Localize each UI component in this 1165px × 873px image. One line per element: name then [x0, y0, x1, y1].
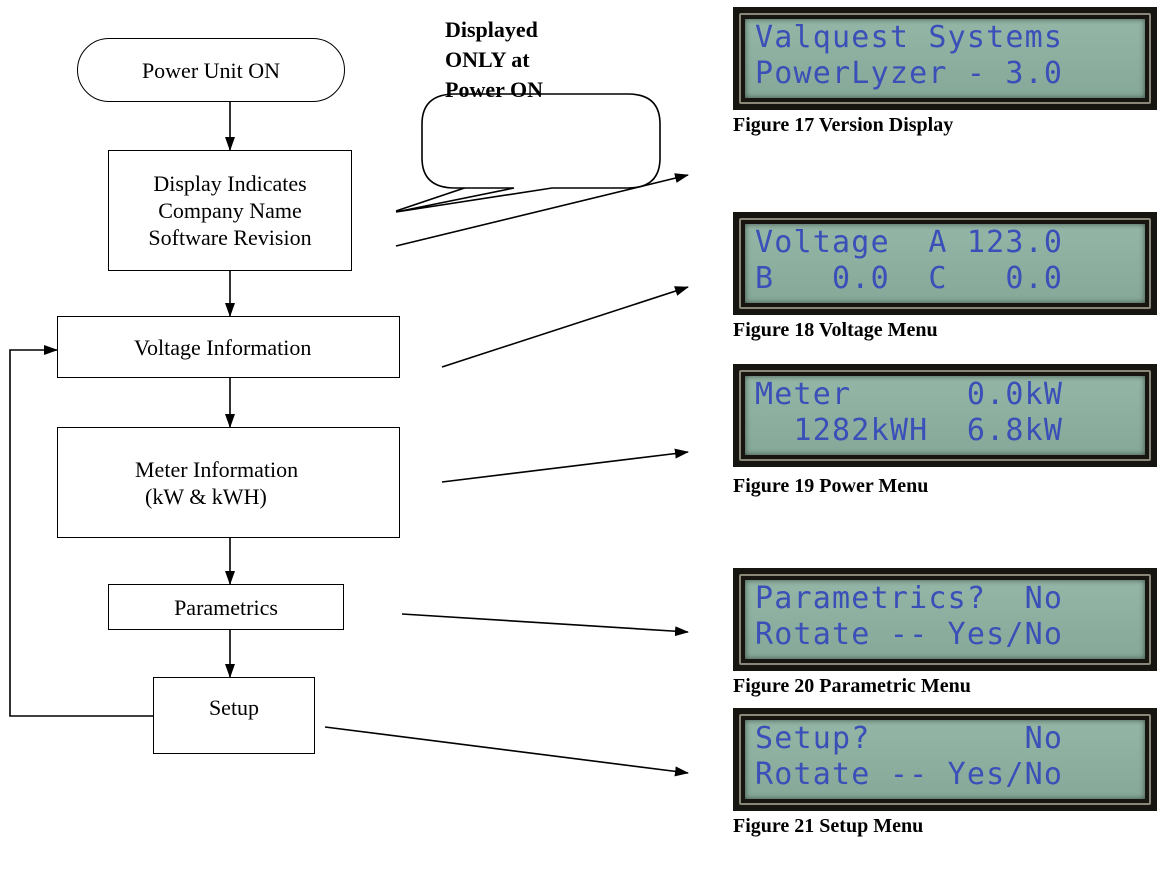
meter-line-2: (kW & kWH)	[145, 483, 267, 509]
lcd-line-1: Meter 0.0kW	[755, 377, 1064, 412]
figure-21-caption: Figure 21 Setup Menu	[733, 815, 924, 837]
node-display-indicates: Display Indicates Company Name Software …	[108, 150, 352, 271]
lcd-line-2: 1282kWH 6.8kW	[755, 413, 1064, 448]
lcd-line-1: Parametrics? No	[755, 581, 1064, 616]
lcd-glass: Parametrics? No Rotate -- Yes/No	[745, 580, 1145, 659]
lcd-line-1: Setup? No	[755, 721, 1064, 756]
figure-19-caption: Figure 19 Power Menu	[733, 475, 929, 497]
lcd-glass: Voltage A 123.0 B 0.0 C 0.0	[745, 224, 1145, 303]
callout-line-3: Power ON	[445, 77, 543, 102]
callout-line-2: ONLY at	[445, 47, 530, 72]
lcd-line-1: Voltage A 123.0	[755, 225, 1064, 260]
node-parametrics: Parametrics	[108, 584, 344, 630]
figure-20-caption: Figure 20 Parametric Menu	[733, 675, 971, 697]
lcd-power-menu: Meter 0.0kW 1282kWH 6.8kW	[733, 364, 1157, 467]
lcd-glass: Valquest Systems PowerLyzer - 3.0	[745, 19, 1145, 98]
node-meter-information: Meter Information (kW & kWH)	[57, 427, 400, 538]
lcd-line-2: B 0.0 C 0.0	[755, 261, 1064, 296]
node-power-on-label: Power Unit ON	[141, 57, 281, 83]
lcd-line-2: Rotate -- Yes/No	[755, 757, 1064, 792]
display-line-3: Software Revision	[148, 225, 312, 250]
arrow-voltage-to-fig18	[441, 286, 689, 368]
node-voltage-information: Voltage Information	[57, 316, 400, 378]
display-line-2: Company Name	[158, 198, 302, 223]
figure-18-caption: Figure 18 Voltage Menu	[733, 319, 938, 341]
node-power-on: Power Unit ON	[77, 38, 345, 102]
callout-bubble-outline	[395, 93, 661, 213]
arrow-meter-to-fig19	[441, 448, 689, 483]
callout-line-1: Displayed	[445, 17, 538, 42]
lcd-parametric-menu: Parametrics? No Rotate -- Yes/No	[733, 568, 1157, 671]
lcd-setup-menu: Setup? No Rotate -- Yes/No	[733, 708, 1157, 811]
node-setup: Setup	[153, 677, 315, 754]
display-line-1: Display Indicates	[153, 171, 307, 196]
arrow-setup-to-fig21	[324, 726, 689, 777]
lcd-line-2: Rotate -- Yes/No	[755, 617, 1064, 652]
lcd-line-2: PowerLyzer - 3.0	[755, 56, 1064, 91]
lcd-version-display: Valquest Systems PowerLyzer - 3.0	[733, 7, 1157, 110]
lcd-voltage-menu: Voltage A 123.0 B 0.0 C 0.0	[733, 212, 1157, 315]
setup-label: Setup	[208, 695, 260, 720]
lcd-glass: Meter 0.0kW 1282kWH 6.8kW	[745, 376, 1145, 455]
parametrics-label: Parametrics	[174, 594, 278, 620]
voltage-label: Voltage Information	[134, 334, 312, 360]
arrow-parametrics-to-fig20	[401, 613, 689, 637]
lcd-line-1: Valquest Systems	[755, 20, 1064, 55]
figure-17-caption: Figure 17 Version Display	[733, 114, 954, 136]
loop-back-line	[9, 345, 153, 717]
meter-line-1: Meter Information	[135, 456, 299, 482]
lcd-glass: Setup? No Rotate -- Yes/No	[745, 720, 1145, 799]
